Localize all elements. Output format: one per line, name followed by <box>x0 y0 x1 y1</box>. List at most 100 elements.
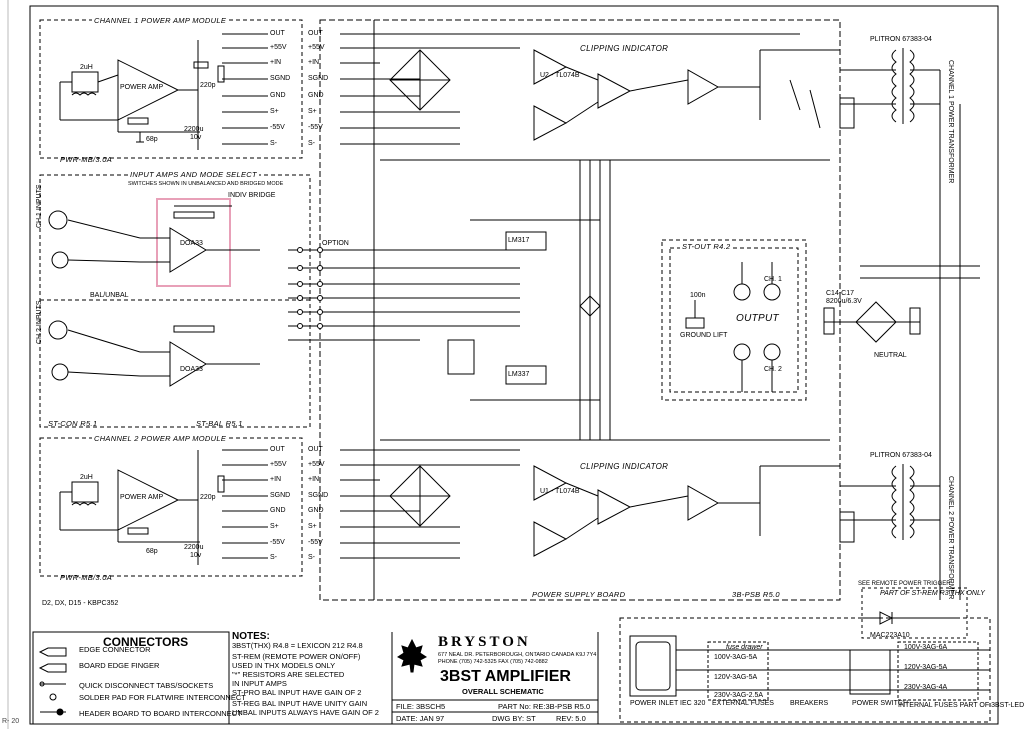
ch1-cap-68p: 68p <box>146 136 158 143</box>
legend-title: CONNECTORS <box>103 635 189 649</box>
psb-rev-label: 3B-PSB R5.0 <box>730 590 782 599</box>
regulator-lm317: LM317 <box>508 237 530 244</box>
ch1-opamp-label: DOA33 <box>180 240 203 247</box>
ch1-conn-sgnd-b: SGND <box>308 75 329 82</box>
ch1-conn-gnd: GND <box>270 92 286 99</box>
note-7: ST-REG BAL INPUT HAVE UNITY GAIN <box>232 699 368 708</box>
regulator-lm337: LM337 <box>508 371 530 378</box>
indiv-bridge-label: INDIV BRIDGE <box>228 192 276 199</box>
dwg-by-label: DWG BY: ST <box>492 714 536 723</box>
legend-solder-pad: SOLDER PAD FOR FLATWIRE INTERCONNECT <box>79 693 246 702</box>
ch2-conn-gnd: GND <box>270 507 286 514</box>
legend-quick-disconnect: QUICK DISCONNECT TABS/SOCKETS <box>79 681 214 690</box>
bridge-note: D2, DX, D15 - KBPC352 <box>42 600 119 607</box>
ch1-conn-p55v-b: +55V <box>308 44 325 51</box>
ch1-conn-p55v: +55V <box>270 44 287 51</box>
ch2-conn-splus-b: S+ <box>308 523 317 530</box>
input-amps-title: INPUT AMPS AND MODE SELECT <box>128 170 259 179</box>
fuse-ext-3: 230V-3AG-2.5A <box>714 692 764 699</box>
fuse-int-1: 100V-3AG-6A <box>904 644 948 651</box>
ch2-opamp-label: DOA33 <box>180 366 203 373</box>
ch2-cap-10v: 10v <box>190 552 202 559</box>
st-out-title: ST-OUT R4.2 <box>680 242 733 251</box>
ch1-conn-m55v-b: -55V <box>308 124 323 131</box>
ch2-conn-pin: +IN <box>270 476 282 483</box>
main-caps-label: C14-C17 <box>826 290 855 297</box>
notes-block: NOTES: 3BST(THX) R4.8 = LEXICON 212 R4.8… <box>232 632 392 718</box>
ch1-u2-label: U2 - TL074B <box>540 72 580 79</box>
page-number: R- 20 <box>2 718 20 725</box>
part-no-label: PART No: RE:3B-PSB R5.0 <box>498 702 591 711</box>
st-con-label: ST-CON R5.1 <box>48 419 98 428</box>
fuse-ext-2: 120V-3AG-5A <box>714 674 758 681</box>
note-6: ST-PRO BAL INPUT HAVE GAIN OF 2 <box>232 688 362 697</box>
ch2-conn-out-b: OUT <box>308 446 323 453</box>
ch1-inductor: 2uH <box>80 64 93 71</box>
ch2-conn-pin-b: +IN <box>308 476 320 483</box>
note-1: 3BST(THX) R4.8 = LEXICON 212 R4.8 <box>232 641 363 650</box>
triac-label: MAC223A10 <box>870 632 910 639</box>
plitron-1: PLITRON 67383-04 <box>870 36 932 43</box>
ch2-cap-2200u: 2200u <box>184 544 204 551</box>
ch2-conn-gnd-b: GND <box>308 507 324 514</box>
file-label: FILE: 3BSCH5 <box>396 702 446 711</box>
ch1-conn-sminus-b: S- <box>308 140 315 147</box>
ch1-power-amp-label: POWER AMP <box>120 84 164 91</box>
ch1-conn-splus: S+ <box>270 108 279 115</box>
ch2-module-title: CHANNEL 2 POWER AMP MODULE <box>92 434 229 443</box>
power-switch-label: POWER SWITCH <box>852 700 908 707</box>
bal-unbal-label: BAL/UNBAL <box>90 292 129 299</box>
ch1-conn-splus-b: S+ <box>308 108 317 115</box>
pwr-mb-1: PWR-MB/3.0A <box>60 155 113 164</box>
power-supply-board-label: POWER SUPPLY BOARD <box>530 590 628 599</box>
rev-label: REV: 5.0 <box>556 714 586 723</box>
fuse-int-2: 120V-3AG-5A <box>904 664 948 671</box>
ch2-conn-sminus: S- <box>270 554 277 561</box>
ch2-conn-sgnd: SGND <box>270 492 291 499</box>
ch2-conn-out: OUT <box>270 446 285 453</box>
ch2-conn-m55v: -55V <box>270 539 285 546</box>
ch2-conn-p55v: +55V <box>270 461 287 468</box>
main-caps-value: 8200u/6.3V <box>826 298 862 305</box>
ch1-conn-gnd-b: GND <box>308 92 324 99</box>
ch1-cap-220p: 220p <box>200 82 216 89</box>
ch2-conn-sminus-b: S- <box>308 554 315 561</box>
ground-lift-label: GROUND LIFT <box>680 332 728 339</box>
ch1-inputs-label: CH 1 INPUTS <box>36 184 43 228</box>
ch2-clipping-indicator: CLIPPING INDICATOR <box>580 462 669 471</box>
date-label: DATE: JAN 97 <box>396 714 445 723</box>
ground-lift-cap: 100n <box>690 292 706 299</box>
ch1-cap-2200u: 2200u <box>184 126 204 133</box>
output-label: OUTPUT <box>736 313 779 324</box>
brand-address: 677 NEAL DR. PETERBOROUGH, ONTARIO CANAD… <box>438 652 597 658</box>
st-bal-label: ST-BAL R5.1 <box>196 419 243 428</box>
ch2-conn-m55v-b: -55V <box>308 539 323 546</box>
ch1-conn-pin: +IN <box>270 59 282 66</box>
ch1-conn-m55v: -55V <box>270 124 285 131</box>
ch2-cap-68p: 68p <box>146 548 158 555</box>
ch1-conn-sgnd: SGND <box>270 75 291 82</box>
brand-phone: PHONE (705) 742-5325 FAX (705) 742-0882 <box>438 659 548 665</box>
ch1-conn-sminus: S- <box>270 140 277 147</box>
ch1-clipping-indicator: CLIPPING INDICATOR <box>580 44 669 53</box>
title-block: BRYSTON 677 NEAL DR. PETERBOROUGH, ONTAR… <box>392 632 598 724</box>
output-ch1: CH. 1 <box>764 276 782 283</box>
note-3: USED IN THX MODELS ONLY <box>232 661 336 670</box>
st-rem-label: PART OF ST-REM R3 THX ONLY <box>880 590 985 597</box>
brand-logo: BRYSTON <box>438 634 531 650</box>
ch2-u1-label: U1 - TL074B <box>540 488 580 495</box>
ch1-conn-out: OUT <box>270 30 285 37</box>
neutral-label: NEUTRAL <box>874 352 907 359</box>
fuse-drawer-label: fuse drawer <box>726 644 763 651</box>
product-title: 3BST AMPLIFIER <box>440 668 571 685</box>
ch2-power-amp-label: POWER AMP <box>120 494 164 501</box>
legend-header-board: HEADER BOARD TO BOARD INTERCONNECT <box>79 709 242 718</box>
legend-board-edge-finger: BOARD EDGE FINGER <box>79 661 160 670</box>
note-5: IN INPUT AMPS <box>232 679 287 688</box>
ch2-cap-220p: 220p <box>200 494 216 501</box>
external-fuses-label: EXTERNAL FUSES <box>712 700 774 707</box>
ch1-module-title: CHANNEL 1 POWER AMP MODULE <box>92 16 229 25</box>
ch2-inductor: 2uH <box>80 474 93 481</box>
input-amps-subtitle: SWITCHES SHOWN IN UNBALANCED AND BRIDGED… <box>128 181 284 187</box>
